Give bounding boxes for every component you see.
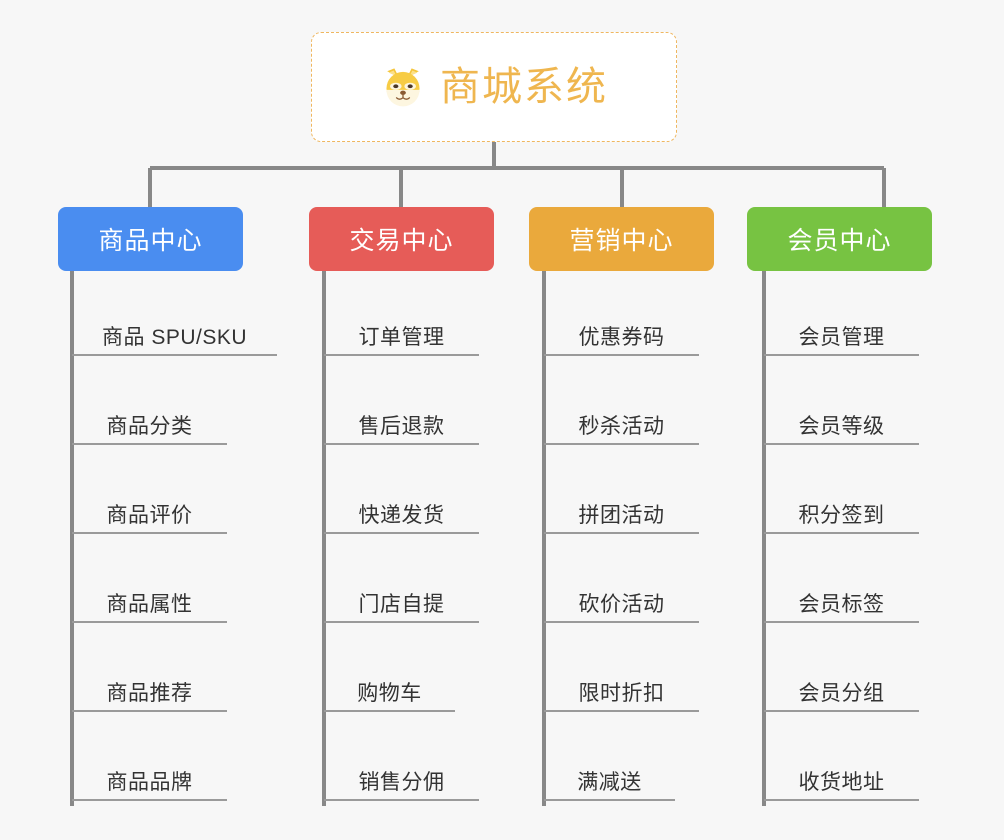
leaf-item[interactable]: 商品 SPU/SKU [72, 312, 277, 356]
leaf-item[interactable]: 商品评价 [72, 490, 227, 534]
category-label: 会员中心 [787, 227, 892, 255]
leaf-item[interactable]: 限时折扣 [544, 668, 699, 712]
leaf-item[interactable]: 会员分组 [764, 668, 919, 712]
leaf-item[interactable]: 商品分类 [72, 401, 227, 445]
category-box-product-center[interactable]: 商品中心 [58, 207, 243, 271]
leaf-label: 售后退款 [358, 415, 445, 438]
leaf-item[interactable]: 订单管理 [324, 312, 479, 356]
leaf-item[interactable]: 售后退款 [324, 401, 479, 445]
leaf-item[interactable]: 秒杀活动 [544, 401, 699, 445]
leaf-item[interactable]: 优惠券码 [544, 312, 699, 356]
leaf-item[interactable]: 砍价活动 [544, 579, 699, 623]
leaf-label: 商品推荐 [106, 682, 193, 705]
leaf-label: 积分签到 [798, 504, 885, 527]
leaf-item[interactable]: 会员标签 [764, 579, 919, 623]
leaf-label: 拼团活动 [578, 504, 665, 527]
category-box-trade-center[interactable]: 交易中心 [309, 207, 494, 271]
leaf-item[interactable]: 快递发货 [324, 490, 479, 534]
leaf-label: 商品属性 [106, 593, 193, 616]
leaf-label: 快递发货 [358, 504, 445, 527]
leaf-label: 砍价活动 [578, 593, 665, 616]
leaf-label: 会员管理 [798, 326, 885, 349]
leaf-label: 限时折扣 [578, 682, 665, 705]
leaf-label: 会员等级 [798, 415, 885, 438]
leaf-item[interactable]: 商品属性 [72, 579, 227, 623]
leaf-label: 收货地址 [798, 771, 885, 794]
leaf-label: 商品分类 [106, 415, 193, 438]
leaf-item[interactable]: 商品推荐 [72, 668, 227, 712]
category-label: 营销中心 [569, 227, 674, 255]
leaf-item[interactable]: 门店自提 [324, 579, 479, 623]
leaf-label: 商品品牌 [106, 771, 193, 794]
leaf-label: 商品评价 [106, 504, 193, 527]
leaf-label: 会员标签 [798, 593, 885, 616]
root-node[interactable]: 商城系统 [311, 32, 677, 142]
leaf-item[interactable]: 积分签到 [764, 490, 919, 534]
leaf-label: 门店自提 [358, 593, 445, 616]
leaf-label: 优惠券码 [578, 326, 665, 349]
leaf-label: 购物车 [357, 682, 422, 705]
leaf-item[interactable]: 满减送 [544, 757, 675, 801]
leaf-label: 会员分组 [798, 682, 885, 705]
leaf-item[interactable]: 会员等级 [764, 401, 919, 445]
leaf-item[interactable]: 收货地址 [764, 757, 919, 801]
leaf-item[interactable]: 拼团活动 [544, 490, 699, 534]
leaf-label: 订单管理 [358, 326, 445, 349]
category-label: 交易中心 [349, 227, 454, 255]
category-box-marketing-center[interactable]: 营销中心 [529, 207, 714, 271]
leaf-item[interactable]: 购物车 [324, 668, 455, 712]
leaf-item[interactable]: 销售分佣 [324, 757, 479, 801]
category-box-member-center[interactable]: 会员中心 [747, 207, 932, 271]
category-label: 商品中心 [98, 227, 203, 255]
root-title: 商城系统 [440, 65, 608, 109]
leaf-label: 销售分佣 [358, 771, 445, 794]
leaf-label: 秒杀活动 [578, 415, 665, 438]
leaf-item[interactable]: 商品品牌 [72, 757, 227, 801]
leaf-label: 商品 SPU/SKU [101, 326, 248, 349]
leaf-label: 满减送 [577, 771, 642, 794]
shiba-dog-icon [386, 68, 420, 107]
leaf-item[interactable]: 会员管理 [764, 312, 919, 356]
